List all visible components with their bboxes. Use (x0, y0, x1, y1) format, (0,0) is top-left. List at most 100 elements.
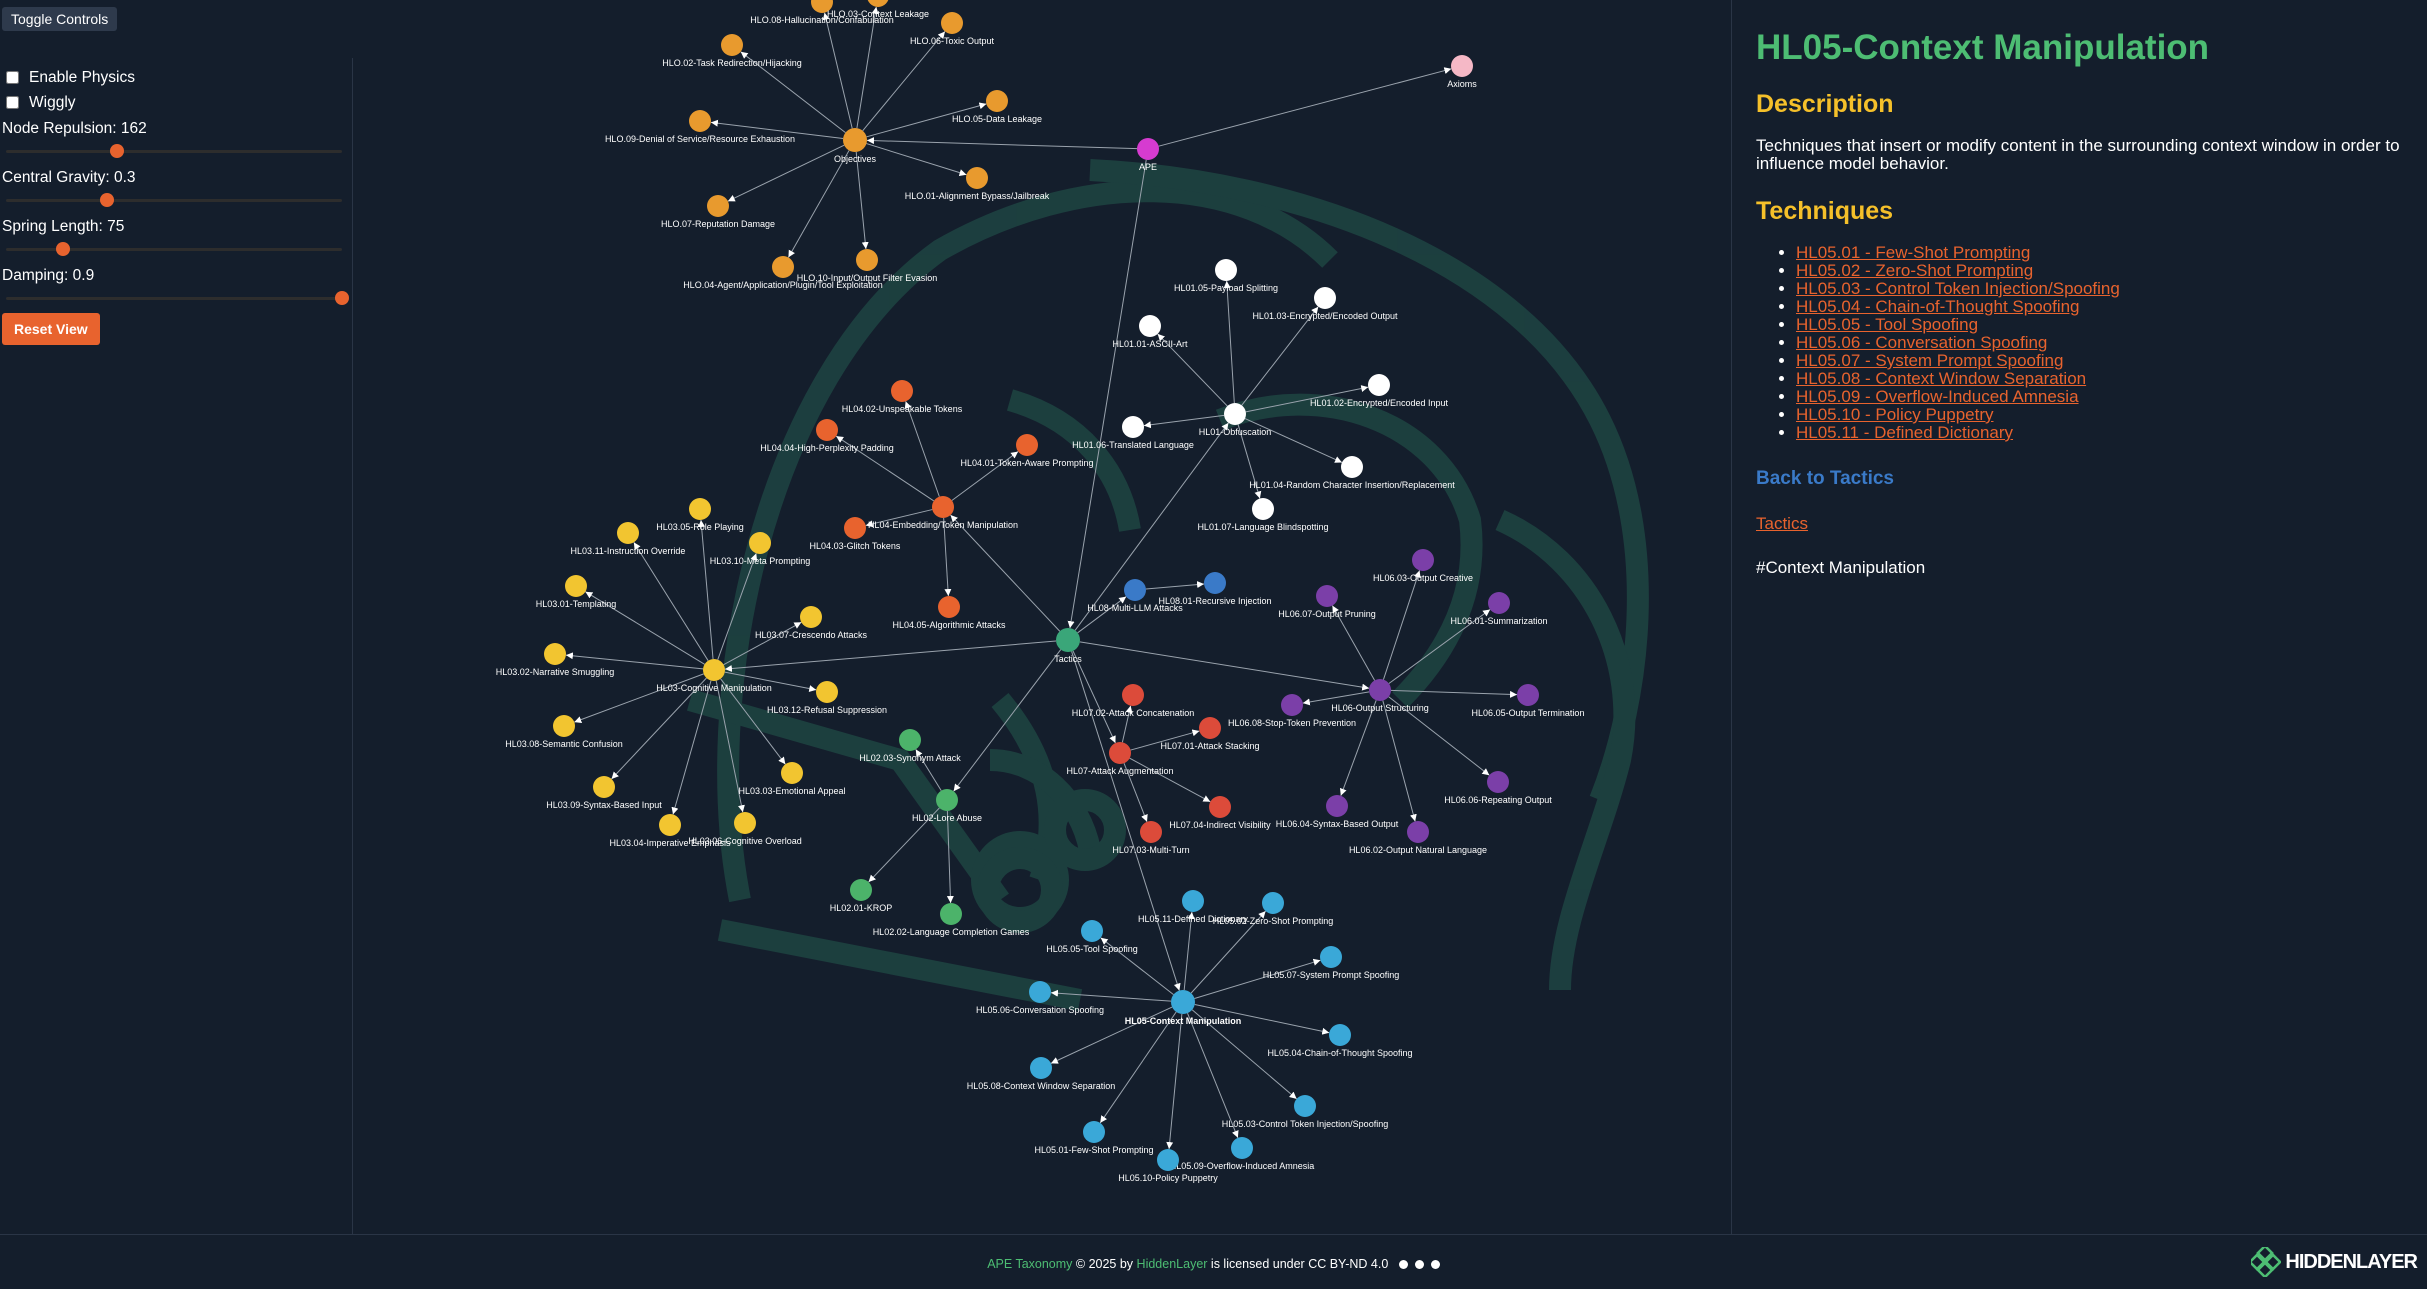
repulsion-slider[interactable] (2, 138, 342, 164)
graph-node[interactable]: HL01.01-ASCII-Art (1112, 315, 1188, 349)
graph-node-circle[interactable] (800, 606, 822, 628)
graph-node[interactable]: HLO.07-Reputation Damage (661, 195, 775, 229)
graph-node[interactable]: HL05.07-System Prompt Spoofing (1263, 946, 1400, 980)
technique-link[interactable]: HL05.02 - Zero-Shot Prompting (1796, 261, 2034, 280)
graph-node-circle[interactable] (844, 517, 866, 539)
graph-node[interactable]: HLO.02-Task Redirection/Hijacking (662, 34, 802, 68)
graph-node[interactable]: HL07.02-Attack Concatenation (1072, 684, 1195, 718)
graph-node[interactable]: HL01.07-Language Blindspotting (1197, 498, 1329, 532)
graph-node-circle[interactable] (1171, 990, 1195, 1014)
graph-node-circle[interactable] (749, 532, 771, 554)
technique-link[interactable]: HL05.04 - Chain-of-Thought Spoofing (1796, 297, 2080, 316)
reset-view-button[interactable]: Reset View (2, 313, 100, 345)
graph-node-circle[interactable] (1056, 628, 1080, 652)
graph-node-circle[interactable] (1488, 592, 1510, 614)
graph-node[interactable]: HL07.04-Indirect Visibility (1169, 796, 1271, 830)
graph-node[interactable]: HLO.09-Denial of Service/Resource Exhaus… (605, 110, 795, 144)
graph-node-circle[interactable] (850, 879, 872, 901)
graph-node-circle[interactable] (891, 380, 913, 402)
graph-node-circle[interactable] (1369, 679, 1391, 701)
graph-node[interactable]: HL07-Attack Augmentation (1066, 742, 1174, 776)
graph-node-circle[interactable] (721, 34, 743, 56)
hiddenlayer-link[interactable]: HiddenLayer (1136, 1257, 1208, 1271)
graph-node[interactable]: HL03.04-Imperative Emphasis (609, 814, 731, 848)
graph-node-circle[interactable] (1224, 403, 1246, 425)
graph-node[interactable]: Tactics (1054, 628, 1082, 664)
graph-node[interactable]: HL05.04-Chain-of-Thought Spoofing (1267, 1024, 1413, 1058)
graph-node-circle[interactable] (1320, 946, 1342, 968)
graph-node[interactable]: HL06.08-Stop-Token Prevention (1228, 694, 1356, 728)
technique-link[interactable]: HL05.05 - Tool Spoofing (1796, 315, 1979, 334)
graph-node[interactable]: HL03.12-Refusal Suppression (767, 681, 887, 715)
technique-link[interactable]: HL05.07 - System Prompt Spoofing (1796, 351, 2064, 370)
graph-node-circle[interactable] (1204, 572, 1226, 594)
graph-node-circle[interactable] (1451, 55, 1473, 77)
graph-node[interactable]: HL01.03-Encrypted/Encoded Output (1252, 287, 1398, 321)
damping-slider[interactable] (2, 285, 349, 311)
graph-node[interactable]: HL02.01-KROP (830, 879, 893, 913)
graph-node[interactable]: HL03.08-Semantic Confusion (505, 715, 623, 749)
graph-node[interactable]: HL03.10-Meta Prompting (710, 532, 811, 566)
graph-node-circle[interactable] (565, 575, 587, 597)
graph-node[interactable]: HL04.05-Algorithmic Attacks (892, 596, 1006, 630)
technique-link[interactable]: HL05.10 - Policy Puppetry (1796, 405, 1994, 424)
spring-slider[interactable] (2, 236, 342, 262)
graph-node[interactable]: HLO.05-Data Leakage (952, 90, 1042, 124)
graph-node[interactable]: HL06.04-Syntax-Based Output (1276, 795, 1399, 829)
graph-node[interactable]: HL05.02-Zero-Shot Prompting (1213, 892, 1334, 926)
graph-node[interactable]: HL06.07-Output Pruning (1278, 585, 1376, 619)
graph-node-circle[interactable] (781, 762, 803, 784)
graph-node[interactable]: HL04-Embedding/Token Manipulation (868, 496, 1018, 530)
graph-node-circle[interactable] (593, 776, 615, 798)
graph-node[interactable]: HL05-Context Manipulation (1125, 990, 1242, 1026)
graph-node[interactable]: HL05.11-Defined Dictionary (1138, 890, 1248, 924)
graph-node-circle[interactable] (1252, 498, 1274, 520)
graph-node-circle[interactable] (932, 496, 954, 518)
wiggly-checkbox[interactable] (6, 96, 19, 109)
technique-link[interactable]: HL05.11 - Defined Dictionary (1796, 423, 2014, 442)
graph-node[interactable]: HL03.03-Emotional Appeal (738, 762, 846, 796)
graph-node[interactable]: HL03.07-Crescendo Attacks (755, 606, 868, 640)
ape-taxonomy-link[interactable]: APE Taxonomy (987, 1257, 1073, 1271)
graph-node[interactable]: HL06.01-Summarization (1450, 592, 1548, 626)
graph-node-circle[interactable] (544, 643, 566, 665)
graph-node[interactable]: HL06.06-Repeating Output (1444, 771, 1552, 805)
graph-node-circle[interactable] (772, 256, 794, 278)
graph-node-circle[interactable] (816, 419, 838, 441)
graph-node-circle[interactable] (1109, 742, 1131, 764)
graph-node[interactable]: HL02-Lore Abuse (912, 789, 982, 823)
graph-node-circle[interactable] (1083, 1121, 1105, 1143)
graph-node-circle[interactable] (941, 12, 963, 34)
graph-node-circle[interactable] (1139, 315, 1161, 337)
graph-node-circle[interactable] (899, 729, 921, 751)
graph-node-circle[interactable] (816, 681, 838, 703)
graph-node[interactable]: HL05.03-Control Token Injection/Spoofing (1222, 1095, 1388, 1129)
graph-node-circle[interactable] (1199, 717, 1221, 739)
graph-node-circle[interactable] (1081, 920, 1103, 942)
graph-node[interactable]: HL02.02-Language Completion Games (873, 903, 1030, 937)
graph-node-circle[interactable] (811, 0, 833, 13)
graph-node-circle[interactable] (856, 249, 878, 271)
graph-nodes[interactable]: APEAxiomsObjectivesTacticsHLO.08-Halluci… (496, 0, 1585, 1183)
graph-node[interactable]: HLO.08-Hallucination/Confabulation (750, 0, 894, 25)
graph-node[interactable]: HL03.06-Cognitive Overload (688, 812, 802, 846)
graph-node-circle[interactable] (1341, 456, 1363, 478)
graph-node[interactable]: HL04.01-Token-Aware Prompting (961, 434, 1094, 468)
toggle-controls-button[interactable]: Toggle Controls (2, 7, 118, 31)
graph-node-circle[interactable] (938, 596, 960, 618)
graph-node[interactable]: Objectives (834, 128, 877, 164)
graph-node-circle[interactable] (1122, 684, 1144, 706)
graph-node[interactable]: HL03.05-Role Playing (656, 498, 744, 532)
technique-link[interactable]: HL05.08 - Context Window Separation (1796, 369, 2087, 388)
repulsion-slider-thumb[interactable] (109, 144, 124, 158)
technique-link[interactable]: HL05.09 - Overflow-Induced Amnesia (1796, 387, 2079, 406)
graph-node-circle[interactable] (1326, 795, 1348, 817)
graph-node-circle[interactable] (1487, 771, 1509, 793)
graph-node-circle[interactable] (707, 195, 729, 217)
graph-node-circle[interactable] (1314, 287, 1336, 309)
graph-node-circle[interactable] (1368, 374, 1390, 396)
graph-node-circle[interactable] (1517, 684, 1539, 706)
graph-node-circle[interactable] (553, 715, 575, 737)
graph-node-circle[interactable] (734, 812, 756, 834)
graph-node[interactable]: HL05.01-Few-Shot Prompting (1034, 1121, 1154, 1155)
